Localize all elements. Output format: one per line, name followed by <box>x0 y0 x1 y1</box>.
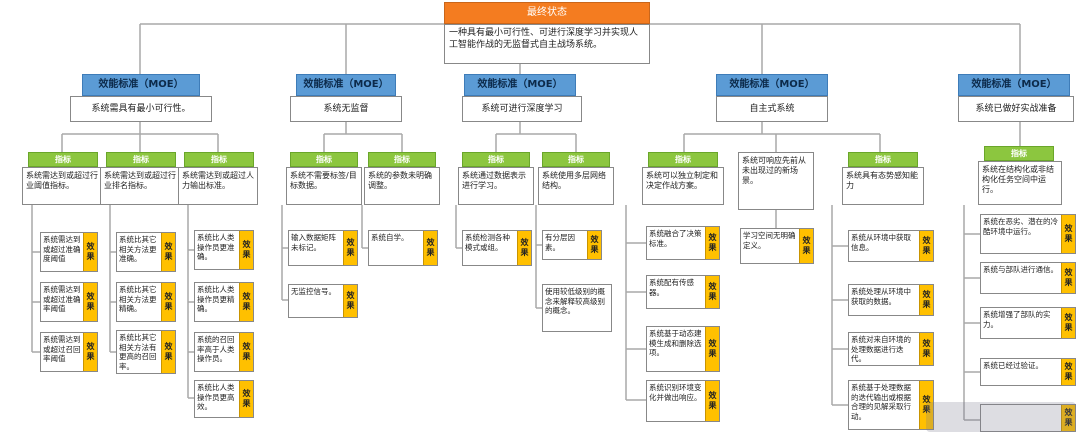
moe-5-desc: 系统已做好实战准备 <box>958 96 1074 122</box>
effect-1-3-4: 系统比人类操作员更高效。效果 <box>194 380 254 418</box>
effect-1-1-3: 系统需达到或超过召回率阈值效果 <box>40 332 98 372</box>
indicator-1-2-header: 指标 <box>106 152 176 167</box>
moe-5-header: 效能标准（MOE） <box>958 74 1070 96</box>
effect-1-1-1: 系统需达到或超过准确度阈值效果 <box>40 232 98 272</box>
indicator-2-1-header: 指标 <box>290 152 358 167</box>
indicator-3-1-header: 指标 <box>462 152 530 167</box>
indicator-1-3-desc: 系统需达到或超过人力输出标准。 <box>178 167 258 205</box>
moe-3-desc: 系统可进行深度学习 <box>462 96 582 122</box>
indicator-4-1-header: 指标 <box>648 152 718 167</box>
indicator-4-3-desc: 系统具有态势感知能力 <box>842 167 924 205</box>
moe-2-header: 效能标准（MOE） <box>296 74 396 96</box>
effect-1-2-3: 系统比其它相关方法有更高的召回率。效果 <box>116 330 176 374</box>
moe-1-header: 效能标准（MOE） <box>82 74 200 96</box>
effect-5-1-2: 系统与部队进行通信。效果 <box>980 262 1076 294</box>
moe-4-header: 效能标准（MOE） <box>716 74 828 96</box>
effect-4-3-3: 系统对来自环境的处理数据进行迭代。效果 <box>848 332 934 366</box>
indicator-5-1-desc: 系统在结构化或非结构化任务空间中运行。 <box>978 161 1062 205</box>
indicator-1-1-desc: 系统需达到或超过行业阈值指标。 <box>22 167 102 205</box>
effect-4-1-3: 系统基于动态建模生成和删除选项。效果 <box>646 326 720 372</box>
indicator-2-2-desc: 系统的参数未明确调整。 <box>364 167 440 205</box>
effect-4-1-2: 系统配有传感器。效果 <box>646 275 720 309</box>
effect-1-3-1: 系统比人类操作员更准确。效果 <box>194 230 254 270</box>
final-state-desc: 一种具有最小可行性、可进行深度学习并实现人工智能作战的无监督式自主战场系统。 <box>444 24 650 64</box>
effect-4-3-2: 系统处理从环境中获取的数据。效果 <box>848 284 934 316</box>
effect-5-1-3: 系统增强了部队的实力。效果 <box>980 307 1076 339</box>
effect-1-3-2: 系统比人类操作员更精确。效果 <box>194 282 254 322</box>
indicator-1-3-header: 指标 <box>184 152 254 167</box>
moe-3-header: 效能标准（MOE） <box>464 74 576 96</box>
effect-5-1-5: 效果 <box>980 404 1076 432</box>
moe-4-desc: 自主式系统 <box>716 96 828 122</box>
effect-1-2-1: 系统比其它相关方法更准确。效果 <box>116 232 176 272</box>
effect-1-3-3: 系统的召回率高于人类操作员。效果 <box>194 332 254 372</box>
watermark-logo <box>926 402 1076 432</box>
effect-1-1-2: 系统需达到或超过准确率阈值效果 <box>40 282 98 322</box>
indicator-2-2-header: 指标 <box>368 152 436 167</box>
effect-5-1-1: 系统在恶劣、潜在的冷酷环境中运行。效果 <box>980 214 1076 254</box>
moe-1-desc: 系统需具有最小可行性。 <box>70 96 212 122</box>
indicator-3-2-header: 指标 <box>542 152 610 167</box>
effect-4-1-1: 系统融合了决策标准。效果 <box>646 226 720 260</box>
moe-2-desc: 系统无监督 <box>290 96 402 122</box>
indicator-4-1-desc: 系统可以独立制定和决定作战方案。 <box>642 167 724 205</box>
indicator-4-3-header: 指标 <box>848 152 918 167</box>
effect-4-2-1: 学习空间无明确定义。效果 <box>740 228 814 264</box>
effect-4-1-4: 系统识别环境变化并做出响应。效果 <box>646 380 720 422</box>
effect-4-3-1: 系统从环境中获取信息。效果 <box>848 230 934 262</box>
indicator-1-2-desc: 系统需达到或超过行业排名指标。 <box>100 167 180 205</box>
effect-2-1-2: 无监控信号。效果 <box>288 284 358 318</box>
effect-1-2-2: 系统比其它相关方法更精确。效果 <box>116 282 176 322</box>
indicator-1-1-header: 指标 <box>28 152 98 167</box>
effect-5-1-4: 系统已经过验证。效果 <box>980 358 1076 386</box>
effect-3-2-1: 有分层因素。效果 <box>542 230 602 260</box>
effect-2-1-1: 输入数据矩阵未标记。效果 <box>288 230 358 266</box>
effect-3-2-2: 使用较低级别的概念来解释较高级别的概念。 <box>542 284 612 332</box>
indicator-3-1-desc: 系统通过数据表示进行学习。 <box>458 167 534 205</box>
final-state-title: 最终状态 <box>444 2 650 24</box>
effect-3-1-1: 系统检测各种模式或组。效果 <box>462 230 532 266</box>
indicator-2-1-desc: 系统不需要标签/目标数据。 <box>286 167 362 205</box>
effect-2-2-1: 系统自学。效果 <box>368 230 438 266</box>
indicator-4-2-desc: 系统可响应先前从未出现过的新场景。 <box>738 152 814 210</box>
indicator-5-1-header: 指标 <box>984 146 1054 161</box>
effect-4-3-4: 系统基于处理数据的迭代输出或根据合理的见解采取行动。效果 <box>848 380 934 430</box>
indicator-3-2-desc: 系统使用多层网络结构。 <box>538 167 614 205</box>
